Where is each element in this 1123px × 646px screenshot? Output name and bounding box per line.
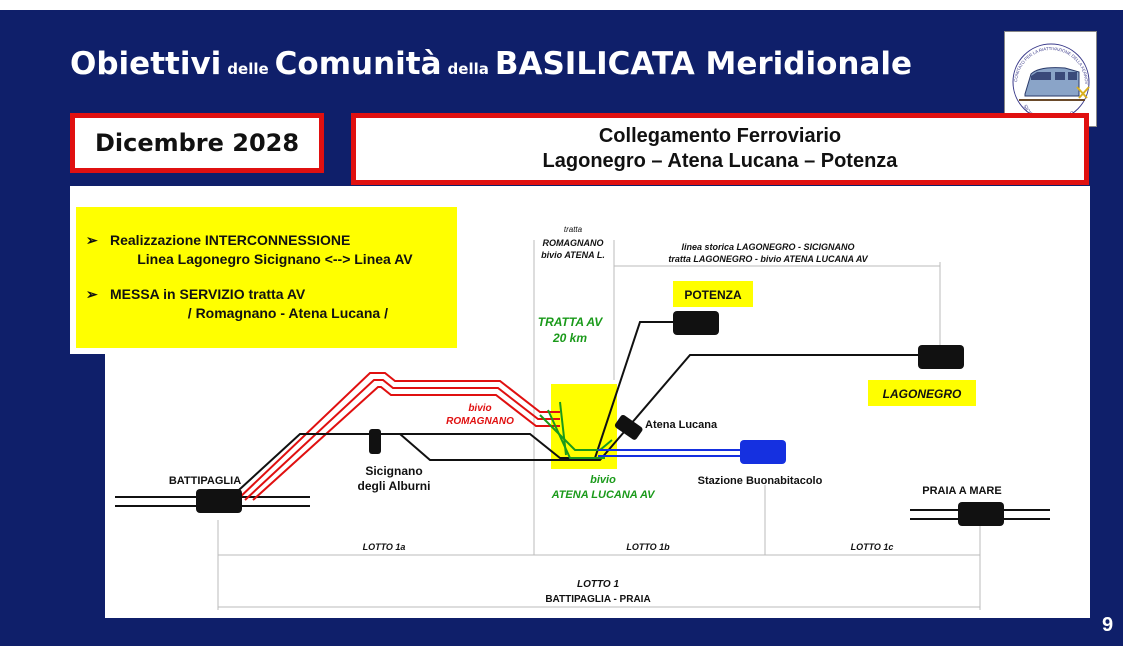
label-sicignano: Sicignano <box>365 464 422 478</box>
title-part5: BASILICATA Meridionale <box>494 46 913 82</box>
potenza-label-box <box>673 281 753 307</box>
label-lotto-1c: LOTTO 1c <box>851 542 894 552</box>
label-bivio-atena-2: ATENA LUCANA AV <box>551 489 657 501</box>
label-linea-storica-1: linea storica LAGONEGRO - SICIGNANO <box>681 242 854 252</box>
label-lotto-1a: LOTTO 1a <box>363 542 406 552</box>
station-atena-lucana <box>614 414 643 440</box>
label-tratta-romagnano: ROMAGNANO <box>543 238 604 248</box>
title-part1: Obiettivi <box>70 46 222 82</box>
label-lagonegro: LAGONEGRO <box>883 387 962 401</box>
label-praia: PRAIA A MARE <box>922 485 1001 497</box>
bullet-arrow-icon: ➢ <box>86 286 98 302</box>
panel-corner <box>70 354 105 618</box>
label-battipaglia: BATTIPAGLIA <box>169 475 241 487</box>
bullet-arrow-icon: ➢ <box>86 232 98 248</box>
project-title-line1: Collegamento Ferroviario <box>598 125 842 147</box>
label-sicignano-2: degli Alburni <box>358 479 431 493</box>
train-logo-icon: COMITATO PER LA RIATTIVAZIONE DELLA FERR… <box>1004 28 1090 126</box>
storica-line <box>227 354 940 501</box>
label-tratta-bivio: bivio ATENA L. <box>541 250 605 260</box>
label-lotto-1: LOTTO 1 <box>577 579 619 590</box>
av-line-red-2 <box>244 379 560 501</box>
label-bivio-romagnano: bivio <box>468 403 491 414</box>
station-potenza <box>673 311 719 335</box>
label-tratta-av-km: 20 km <box>552 331 587 345</box>
objective-text: MESSA in SERVIZIO tratta AV / Romagnano … <box>110 286 388 321</box>
label-buonabitacolo: Stazione Buonabitacolo <box>698 475 823 487</box>
lagonegro-label-box <box>868 380 976 406</box>
slide-title: Obiettivi delle Comunità della BASILICATA Me… <box>70 46 912 82</box>
title-part3: Comunità <box>274 46 442 82</box>
label-bivio-romagnano-2: ROMAGNANO <box>446 416 514 427</box>
potenza-line <box>400 321 680 459</box>
objectives-box: ➢ Realizzazione INTERCONNESSIONE Linea L… <box>76 207 457 348</box>
av-line-red-1 <box>236 372 560 501</box>
station-sicignano <box>369 429 381 454</box>
label-atena-lucana: Atena Lucana <box>645 419 718 431</box>
label-lotto-1-sub: BATTIPAGLIA - PRAIA <box>545 594 650 605</box>
av-green-2 <box>547 409 605 459</box>
objective-item: ➢ MESSA in SERVIZIO tratta AV / Romagnan… <box>86 285 457 323</box>
station-battipaglia <box>196 489 242 513</box>
committee-logo: COMITATO PER LA RIATTIVAZIONE DELLA FERR… <box>1004 28 1097 127</box>
station-praia <box>958 502 1004 526</box>
label-lotto-1b: LOTTO 1b <box>626 542 670 552</box>
objective-text: Realizzazione INTERCONNESSIONE Linea Lag… <box>110 232 413 267</box>
title-part2: delle <box>227 60 269 78</box>
objective-item: ➢ Realizzazione INTERCONNESSIONE Linea L… <box>86 231 457 269</box>
date-box: Dicembre 2028 <box>70 113 324 173</box>
label-tratta: tratta <box>564 225 583 234</box>
av-line-red-3 <box>252 386 560 501</box>
station-buonabitacolo <box>740 440 786 464</box>
label-linea-storica-2: tratta LAGONEGRO - bivio ATENA LUCANA AV <box>668 254 868 264</box>
label-potenza: POTENZA <box>684 288 742 302</box>
project-title-line2: Lagonegro – Atena Lucana – Potenza <box>542 150 898 172</box>
station-lagonegro <box>918 345 964 369</box>
av-green-3 <box>559 401 567 456</box>
page-number: 9 <box>1102 614 1114 636</box>
project-title-box: Collegamento Ferroviario Lagonegro – Ate… <box>351 113 1089 185</box>
label-bivio-atena: bivio <box>590 474 616 486</box>
label-tratta-av: TRATTA AV <box>538 315 603 329</box>
title-part4: della <box>447 60 489 78</box>
